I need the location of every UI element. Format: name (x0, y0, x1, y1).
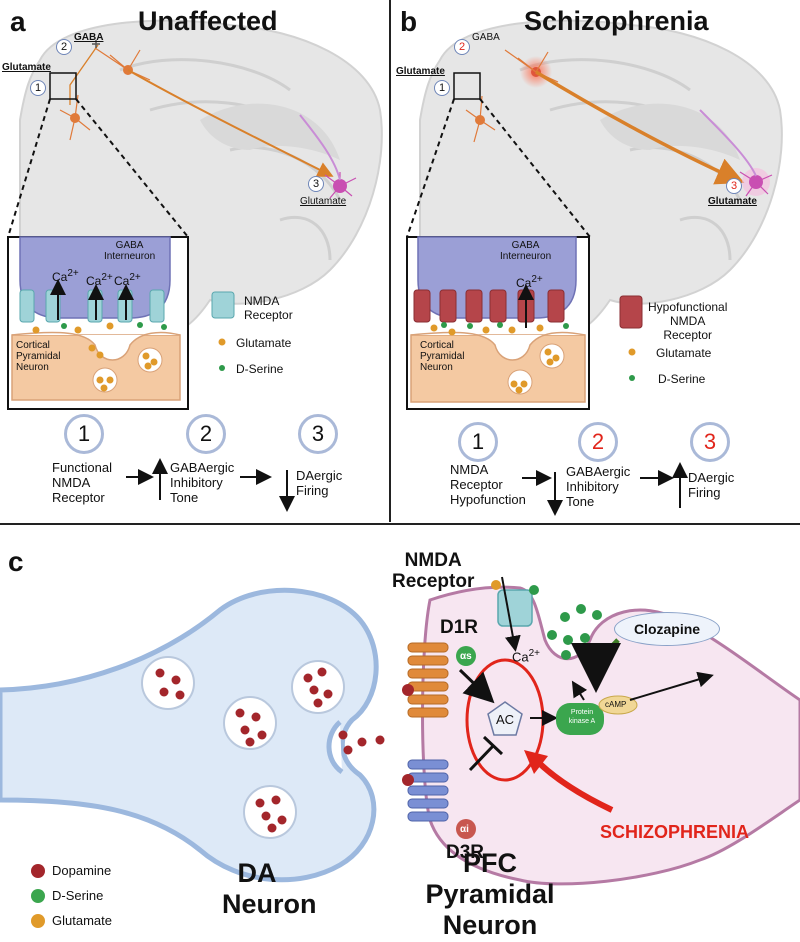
legend-a-icons (211, 291, 235, 371)
synapse-inset-a (7, 236, 189, 410)
steps-b-arrows (522, 462, 688, 516)
ca-label-b: Ca2+ (516, 274, 543, 290)
ca-label-a-3: Ca2+ (114, 272, 141, 288)
clozapine-badge: Clozapine (614, 612, 720, 646)
ca-label-a-2: Ca2+ (86, 272, 113, 288)
d1r-label: D1R (440, 617, 479, 638)
ca-label-a-1: Ca2+ (52, 268, 79, 284)
step-2-circle-b: 2 (578, 422, 618, 462)
target-glutamate-label-b: Glutamate (708, 196, 757, 207)
legend-glutamate-c: Glutamate (52, 913, 112, 928)
gaba-interneuron-label-b: GABA Interneuron (500, 240, 552, 262)
gaba-label-a: GABA (74, 32, 104, 43)
cortical-neuron-label-a: Cortical Pyramidal Neuron (16, 340, 61, 373)
gi-label: αi (460, 824, 469, 835)
step-1-circle-a: 1 (64, 414, 104, 454)
ac-label: AC (496, 712, 515, 727)
step-1-text-b: NMDA Receptor Hypofunction (450, 462, 526, 507)
nmda-receptor-label-c: NMDA Receptor (392, 550, 475, 592)
d-serine-cluster (547, 604, 602, 660)
d3r-label: D3R (446, 842, 485, 863)
legend-dserine-a: D-Serine (236, 362, 284, 376)
panel-title-b: Schizophrenia (524, 6, 709, 36)
marker-3-b: 3 (726, 178, 742, 194)
ca-label-c: Ca2+ (512, 648, 541, 665)
legend-dopamine-c: Dopamine (52, 863, 112, 878)
nmda-receptor-c (491, 576, 539, 652)
glutamate-label-b: Glutamate (396, 66, 445, 77)
legend-dserine-c: D-Serine (52, 888, 104, 903)
schizophrenia-label-c: SCHIZOPHRENIA (600, 822, 750, 842)
panel-letter-a: a (10, 6, 26, 37)
d3r-receptor (402, 759, 476, 839)
legend-glutamate-a: Glutamate (236, 336, 292, 350)
da-neuron-label: DA Neuron (222, 858, 317, 919)
step-3-circle-a: 3 (298, 414, 338, 454)
marker-1-a: 1 (30, 80, 46, 96)
step-2-circle-a: 2 (186, 414, 226, 454)
step-1-circle-b: 1 (458, 422, 498, 462)
steps-a-arrows (126, 458, 295, 512)
panel-title-a: Unaffected (138, 6, 278, 36)
step-3-text-a: DAergic Firing (296, 468, 343, 498)
d1r-receptor (402, 642, 476, 718)
legend-dserine-b: D-Serine (658, 372, 706, 386)
legend-c-icons (31, 864, 45, 928)
marker-2-b: 2 (454, 39, 470, 55)
legend-receptor-b: Hypofunctional NMDA Receptor (648, 300, 728, 342)
synapse-inset-b (406, 236, 590, 410)
gs-label: αs (460, 651, 472, 662)
step-1-text-a: Functional NMDA Receptor (52, 460, 112, 505)
pfc-neuron-label: PFC Pyramidal Neuron (425, 848, 555, 940)
pka-label: Protein kinase A (568, 709, 596, 725)
dopamine-molecules (155, 667, 385, 833)
panel-letter-c: c (8, 546, 24, 577)
camp-label: cAMP (605, 700, 627, 709)
gaba-label-b: GABA (472, 32, 500, 43)
marker-3-a: 3 (308, 176, 324, 192)
neuron-pathway-a (7, 40, 357, 238)
marker-2-a: 2 (56, 39, 72, 55)
step-2-text-b: GABAergic Inhibitory Tone (566, 464, 631, 509)
marker-1-b: 1 (434, 80, 450, 96)
step-3-text-b: DAergic Firing (688, 470, 735, 500)
legend-glutamate-b: Glutamate (656, 346, 712, 360)
step-2-text-a: GABAergic Inhibitory Tone (170, 460, 235, 505)
step-3-circle-b: 3 (690, 422, 730, 462)
legend-b-icons (619, 295, 643, 381)
gaba-interneuron-label-a: GABA Interneuron (104, 240, 156, 262)
da-neuron-terminal (0, 587, 379, 883)
ac-signaling (458, 638, 714, 813)
legend-receptor-a: NMDA Receptor (244, 294, 293, 322)
panel-letter-b: b (400, 6, 418, 37)
target-glutamate-label-a: Glutamate (300, 196, 347, 207)
glutamate-label-a: Glutamate (2, 62, 51, 73)
cortical-neuron-label-b: Cortical Pyramidal Neuron (420, 340, 465, 373)
neuron-pathway-b (406, 49, 773, 238)
